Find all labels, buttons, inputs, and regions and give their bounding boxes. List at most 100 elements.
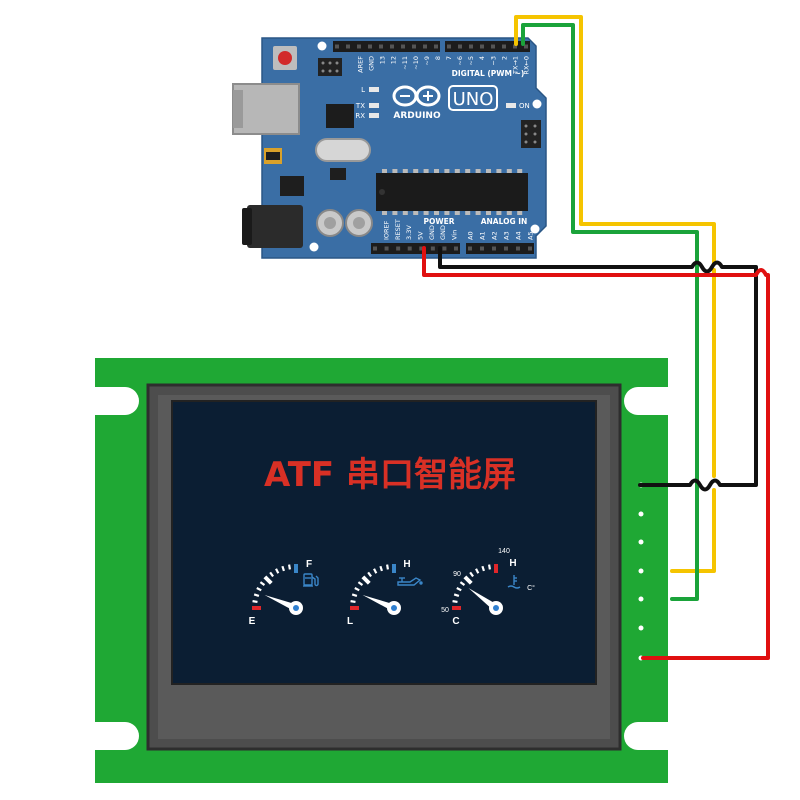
chip-leg — [517, 211, 523, 215]
header-pin-hole — [346, 44, 350, 49]
pin-label: RESET — [394, 219, 402, 240]
pin-label: ~5 — [467, 56, 475, 66]
gauge-tick — [351, 593, 358, 597]
oil-gauge-low-label: L — [347, 616, 353, 627]
connector-pin — [638, 625, 644, 631]
chip-leg — [392, 211, 398, 215]
chip-leg — [465, 169, 471, 173]
arduino-uno-board: L TX RX ON ARDUINO UNO DIGITAL (PWM ~) P… — [232, 37, 547, 259]
pin-label: 5V — [417, 231, 425, 240]
usb-connector — [232, 83, 300, 135]
header-pin-hole — [412, 44, 416, 49]
gauge-tick — [459, 581, 466, 586]
pin-label: RX←0 — [523, 56, 531, 75]
pin-label: ~11 — [401, 56, 409, 70]
pin-label: AREF — [357, 56, 365, 73]
temp-gauge-low-label: C — [452, 616, 459, 627]
fuel-gauge-low-label: E — [249, 616, 256, 627]
red-5v-wire — [422, 246, 770, 660]
pin-label: IOREF — [383, 220, 391, 240]
pin-label: TX→1 — [511, 56, 519, 75]
chip-leg — [475, 169, 481, 173]
pin-label: ~9 — [423, 56, 431, 66]
pin-label: A1 — [479, 231, 487, 240]
gauge-tick — [357, 581, 364, 586]
black-gnd-wire — [438, 246, 758, 492]
header-pin-hole — [407, 246, 412, 251]
chip-leg — [496, 211, 502, 215]
chip-leg — [413, 169, 419, 173]
pin-label: 7 — [445, 56, 453, 60]
gauge-tick — [456, 587, 462, 592]
gauge-tick — [453, 593, 460, 597]
fuel-pump-icon — [303, 573, 319, 587]
chip-leg — [402, 211, 408, 215]
atmega-chip — [376, 173, 528, 211]
chip-leg — [382, 169, 387, 173]
chip-leg — [496, 169, 502, 173]
header-pin-hole — [468, 246, 472, 251]
fuel-gauge — [252, 564, 303, 615]
pin-label: A0 — [467, 231, 475, 240]
mounting-slots — [95, 387, 668, 750]
gauge-tick — [452, 600, 458, 603]
header-pin-hole — [447, 44, 451, 49]
header-pin-hole — [516, 246, 520, 251]
pin-label: 13 — [379, 56, 387, 64]
chip-leg — [392, 169, 398, 173]
pin-label: GND — [439, 225, 447, 240]
uno-badge — [448, 85, 498, 111]
pin-label: 12 — [390, 56, 398, 64]
pin-label: ~6 — [456, 56, 464, 66]
header-pin-hole — [379, 44, 383, 49]
display-screen — [171, 400, 597, 685]
header-pin-hole — [384, 246, 389, 251]
header-pin-hole — [528, 246, 532, 251]
digital-header-right — [445, 41, 530, 52]
gauge-tick — [288, 564, 291, 570]
gauge-tick — [481, 565, 485, 572]
fuel-gauge-high-label: F — [306, 559, 312, 570]
pin-label: Vin — [451, 230, 459, 240]
gauge-tick — [256, 587, 262, 592]
yellow-tx-wire — [514, 15, 716, 573]
oil-can-icon — [397, 577, 423, 586]
chip-leg — [423, 169, 429, 173]
header-pin-hole — [373, 246, 377, 251]
mounting-holes — [309, 41, 542, 252]
thermometer-icon — [507, 575, 521, 589]
temp-unit-label: C° — [527, 584, 535, 592]
gauge-tick — [281, 565, 285, 572]
gauge-tick — [361, 575, 371, 585]
header-pin-hole — [480, 44, 484, 49]
analog-header — [466, 243, 534, 254]
header-pin-hole — [480, 246, 484, 251]
header-pin-hole — [504, 246, 508, 251]
header-pin-hole — [442, 246, 447, 251]
connector-pin — [638, 568, 644, 574]
pin-label: 3.3V — [405, 225, 413, 240]
gauge-tick — [263, 575, 273, 585]
oil-gauge-high-label: H — [403, 559, 410, 570]
header-pin-hole — [469, 44, 473, 49]
power-header-label: POWER — [423, 217, 454, 226]
led-label-rx: RX — [355, 112, 365, 120]
header-pin-hole — [491, 44, 495, 49]
header-pin-hole — [492, 246, 496, 251]
pin-label: GND — [368, 56, 376, 71]
chip-leg — [423, 211, 429, 215]
digital-header-left — [333, 41, 440, 52]
gauge-hub-center — [293, 605, 299, 611]
gauge-tick — [379, 565, 383, 572]
uno-model-text: UNO — [453, 89, 494, 110]
gauge-tick — [469, 571, 474, 578]
green-rx-wire — [521, 23, 699, 601]
chip-leg — [454, 211, 460, 215]
gauge-tick — [259, 581, 266, 586]
chip-leg — [413, 211, 419, 215]
gauge-tick — [275, 568, 280, 574]
crystal — [315, 138, 371, 162]
header-pin-hole — [357, 44, 361, 49]
temp-scale-label-90: 90 — [453, 571, 461, 578]
